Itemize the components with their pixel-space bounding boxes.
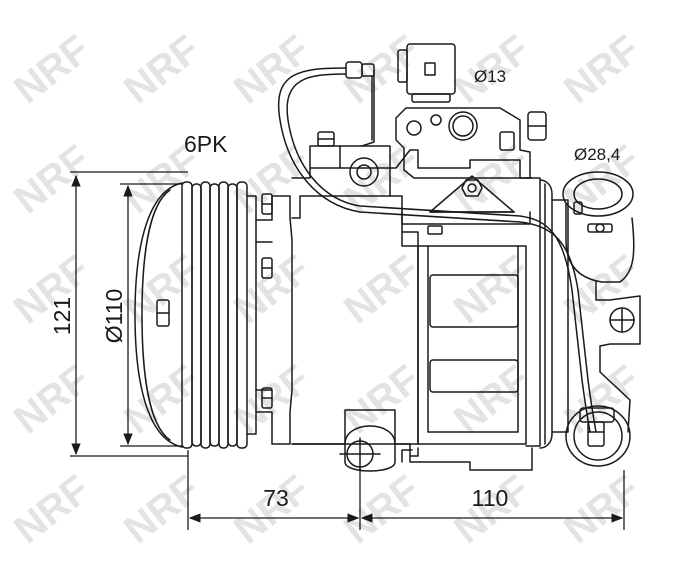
watermark-mark: NRF [226,27,318,112]
watermark-mark: NRF [116,27,208,112]
bottom-mount [339,425,419,472]
pulley [134,181,257,449]
watermark-mark: NRF [336,27,428,112]
watermark-mark: NRF [556,467,648,552]
watermark-mark: NRF [116,467,208,552]
height-label: 121 [49,297,75,335]
port-small-label: Ø13 [474,67,506,86]
electrical-connector [345,43,456,147]
watermark-mark: NRF [336,467,428,552]
watermark-mark: NRF [446,357,538,442]
watermark-mark: NRF [556,27,648,112]
pulley-diameter-label: Ø110 [101,289,127,344]
watermark-mark: NRF [116,357,208,442]
wire-harness [277,67,597,433]
valve-block [309,107,547,225]
watermark-mark: NRF [336,247,428,332]
suction-fitting [562,171,641,433]
compressor-body [291,149,569,471]
watermark-mark: NRF [446,247,538,332]
belt-label: 6PK [184,131,228,157]
watermark-mark: NRF [6,137,98,222]
watermark-mark: NRF [556,357,648,442]
watermark-mark: NRF [6,467,98,552]
watermark-mark: NRF [6,357,98,442]
port-large-label: Ø28,4 [574,145,620,164]
lower-plug [565,405,631,467]
pulley-depth-label: 73 [263,485,289,511]
watermark-mark: NRF [6,27,98,112]
body-length-label: 110 [472,485,509,511]
watermark-mark: NRF [116,247,208,332]
watermark-mark: NRF [336,357,428,442]
front-housing [255,193,293,445]
watermark-mark: NRF [446,137,538,222]
